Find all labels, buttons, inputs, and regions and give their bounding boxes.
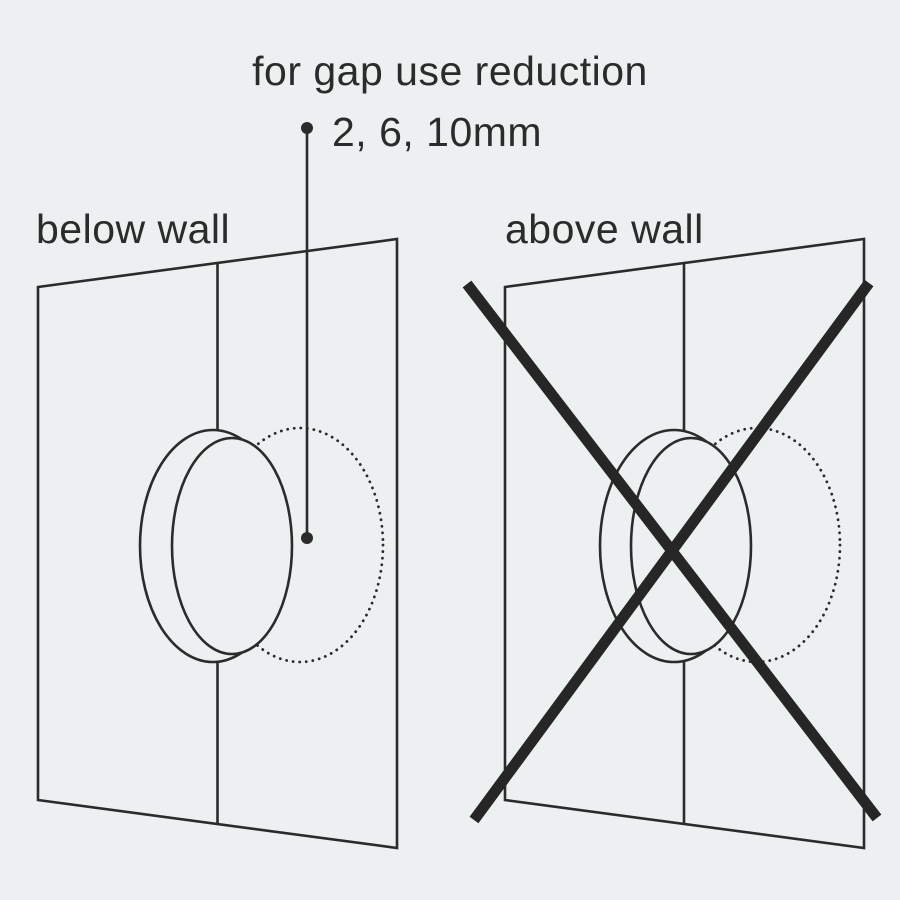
right-wall-panel <box>503 237 866 850</box>
below-wall-diagram <box>36 237 399 850</box>
gap-sizes-text: 2, 6, 10mm <box>332 109 542 155</box>
bullet-dot-icon <box>301 122 313 134</box>
left-wall-panel <box>36 237 399 850</box>
prohibition-x-icon <box>462 279 882 824</box>
below-wall-label: below wall <box>36 206 230 252</box>
above-wall-label: above wall <box>505 206 704 252</box>
leader-line <box>301 122 313 544</box>
above-wall-diagram <box>462 237 882 850</box>
left-knob-inner-ellipse <box>170 436 294 656</box>
title-text: for gap use reduction <box>252 48 648 94</box>
leader-end-dot-icon <box>301 532 313 544</box>
